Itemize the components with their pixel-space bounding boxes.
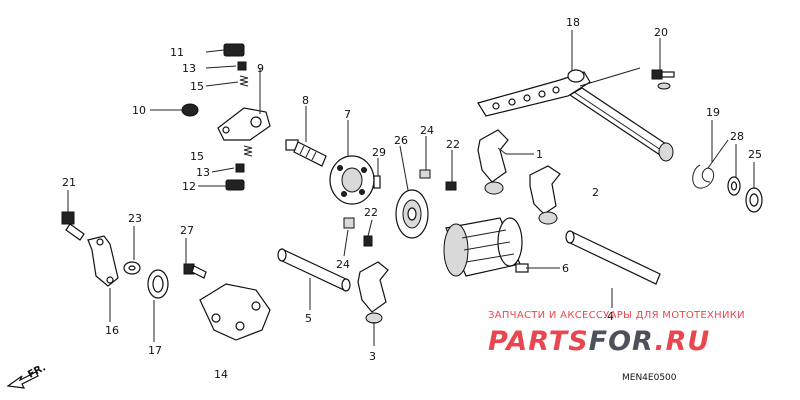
callout-10: 10	[132, 104, 146, 117]
part-spring-15a	[239, 75, 249, 87]
callout-8: 8	[302, 94, 309, 107]
callout-6: 6	[562, 262, 569, 275]
callout-3: 3	[369, 350, 376, 363]
part-bolt-27	[183, 263, 207, 279]
callout-13b: 13	[196, 166, 210, 179]
callout-28: 28	[730, 130, 744, 143]
leader-lines	[67, 30, 755, 346]
part-shift-fork-lower	[357, 261, 389, 324]
part-fork-shaft-long	[565, 230, 661, 285]
callout-26: 26	[394, 134, 408, 147]
part-plate-14	[199, 283, 271, 341]
callout-19: 19	[706, 106, 720, 119]
part-link-16	[87, 235, 119, 287]
front-label: FR.	[26, 362, 48, 380]
callout-13a: 13	[182, 62, 196, 75]
watermark: ЗАПЧАСТИ И АКСЕССУАРЫ ДЛЯ МОТОТЕХНИКИ PA…	[488, 310, 745, 357]
callout-24b: 24	[336, 258, 350, 271]
callout-14: 14	[214, 368, 228, 381]
callout-21: 21	[62, 176, 76, 189]
part-fork-shaft-short	[277, 248, 351, 292]
callout-labels: 1 2 3 4 5 6 7 8 9 10 11 12 13 13 14 15 1…	[62, 16, 762, 381]
watermark-logo-parts: PARTS	[488, 326, 589, 357]
part-washer-25	[745, 187, 763, 213]
callout-4: 4	[607, 310, 614, 323]
watermark-logo-suffix: .RU	[654, 326, 710, 357]
part-spring-13b	[235, 163, 245, 173]
callout-18: 18	[566, 16, 580, 29]
callout-5: 5	[305, 312, 312, 325]
part-bolt-8	[285, 139, 327, 167]
callout-24a: 24	[420, 124, 434, 137]
part-cap-11	[223, 43, 245, 57]
part-pin-29	[373, 175, 381, 189]
part-cap-12	[225, 179, 245, 191]
part-bolt-21	[61, 211, 85, 241]
part-shift-drum	[443, 217, 529, 277]
part-shift-fork-right	[477, 129, 509, 195]
callout-29: 29	[372, 146, 386, 159]
watermark-logo: PARTSFOR.RU	[488, 326, 710, 357]
part-bolt-20	[651, 69, 675, 90]
callout-7: 7	[344, 108, 351, 121]
part-washer-28	[727, 176, 741, 196]
part-washer-23	[123, 261, 141, 275]
callout-22a: 22	[446, 138, 460, 151]
diagram-code: MEN4E0500	[622, 373, 677, 383]
callout-15a: 15	[190, 80, 204, 93]
part-spring-13a	[237, 61, 247, 71]
arrow-icon	[6, 371, 39, 389]
part-collar-10	[181, 103, 199, 117]
callout-23: 23	[128, 212, 142, 225]
callout-2: 2	[592, 186, 599, 199]
part-spring-17	[147, 269, 169, 299]
part-bearing	[395, 189, 429, 239]
callout-1: 1	[536, 148, 543, 161]
callout-20: 20	[654, 26, 668, 39]
watermark-tagline: ЗАПЧАСТИ И АКСЕССУАРЫ ДЛЯ МОТОТЕХНИКИ	[488, 310, 745, 321]
callout-12: 12	[182, 180, 196, 193]
part-shift-fork-left	[529, 165, 561, 225]
callout-11: 11	[170, 46, 184, 59]
watermark-logo-for: FOR	[589, 326, 655, 357]
callout-25: 25	[748, 148, 762, 161]
callout-17: 17	[148, 344, 162, 357]
part-bolt-24a	[419, 169, 431, 179]
callout-16: 16	[105, 324, 119, 337]
part-bolt-22b	[363, 235, 373, 247]
part-spring-15b	[243, 145, 253, 157]
part-gearshift-spindle	[477, 69, 674, 162]
callout-15b: 15	[190, 150, 204, 163]
callout-27: 27	[180, 224, 194, 237]
part-bolt-22a	[445, 181, 457, 191]
front-direction-arrow: FR.	[6, 362, 48, 389]
part-return-spring	[692, 139, 729, 189]
callout-22b: 22	[364, 206, 378, 219]
part-drum-center	[329, 155, 375, 205]
callout-9: 9	[257, 62, 264, 75]
part-stopper-arm	[217, 107, 271, 141]
part-bolt-24b	[343, 217, 355, 229]
